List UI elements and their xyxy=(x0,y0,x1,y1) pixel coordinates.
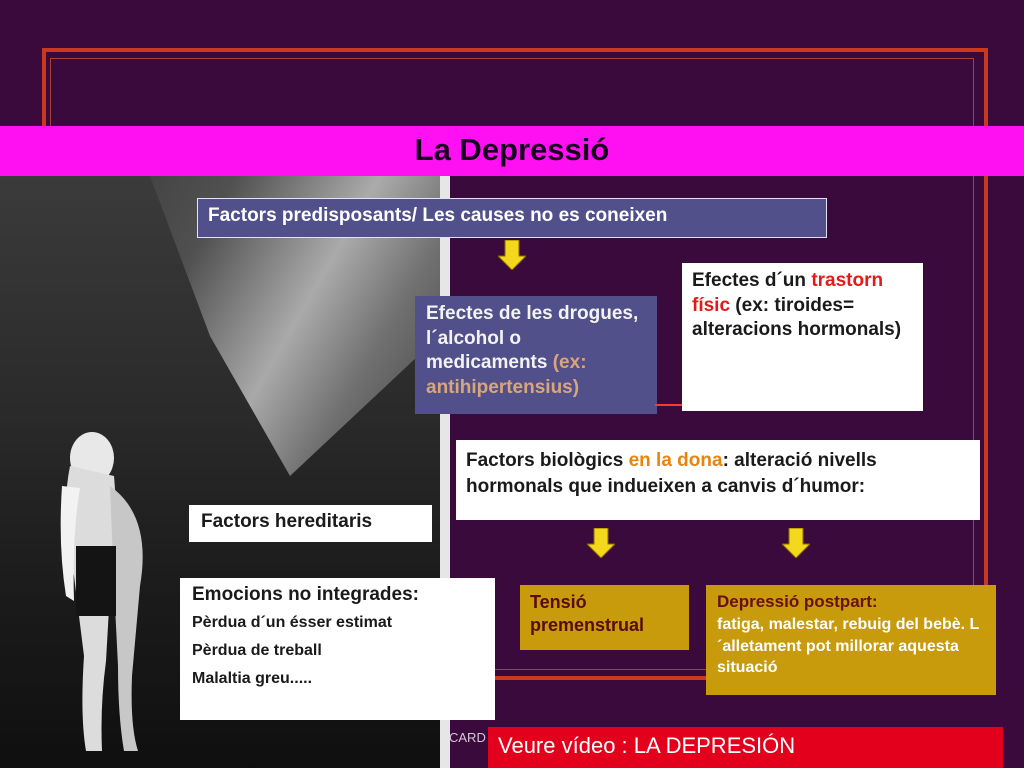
premenstrual-tension-box: Tensió premenstrual xyxy=(520,585,689,650)
video-link[interactable]: Veure vídeo : LA DEPRESIÓN xyxy=(498,733,796,758)
postpartum-text: fatiga, malestar, rebuig del bebè. L´all… xyxy=(717,615,980,677)
bio-prefix: Factors biològics xyxy=(466,450,629,471)
bio-highlight: en la dona xyxy=(628,450,723,471)
crouching-figure-icon xyxy=(60,432,143,751)
photo-edge xyxy=(440,176,450,768)
drugs-effects-box: Efectes de les drogues, l´alcohol o medi… xyxy=(415,296,657,414)
physical-disorder-box: Efectes d´un trastorn físic (ex: tiroide… xyxy=(682,263,923,411)
biological-factors-box: Factors biològics en la dona: alteració … xyxy=(456,440,980,520)
postpartum-title: Depressió postpart: xyxy=(717,592,878,611)
page-title: La Depressió xyxy=(414,132,610,167)
emotions-title: Emocions no integrades: xyxy=(192,584,419,605)
title-bar xyxy=(0,126,1024,176)
connector-line xyxy=(655,404,685,406)
postpartum-box: Depressió postpart: fatiga, malestar, re… xyxy=(706,585,996,695)
physical-prefix: Efectes d´un xyxy=(692,270,812,291)
drugs-example: (ex: antihipertensius) xyxy=(426,352,587,399)
physical-suffix: (ex: tiroides= alteracions hormonals) xyxy=(692,294,902,341)
video-link-bar[interactable] xyxy=(488,727,1003,768)
emotions-item: Malaltia greu..... xyxy=(192,670,313,687)
hereditary-factors-box: Factors hereditaris xyxy=(189,505,432,542)
arrow-down-icon xyxy=(587,528,615,558)
bio-suffix: : alteració nivells hormonals que induei… xyxy=(466,450,877,497)
physical-highlight: trastorn físic xyxy=(692,270,884,316)
emotions-box: Emocions no integrades: Pèrdua d´un ésse… xyxy=(180,578,495,720)
card-label: CARD xyxy=(449,730,486,745)
emotions-item: Pèrdua de treball xyxy=(192,642,322,659)
causes-box: Factors predisposants/ Les causes no es … xyxy=(197,198,827,238)
arrow-down-icon xyxy=(782,528,810,558)
emotions-item: Pèrdua d´un ésser estimat xyxy=(192,614,393,631)
drugs-text: Efectes de les drogues, l´alcohol o medi… xyxy=(426,303,639,374)
arrow-down-icon xyxy=(498,240,526,270)
